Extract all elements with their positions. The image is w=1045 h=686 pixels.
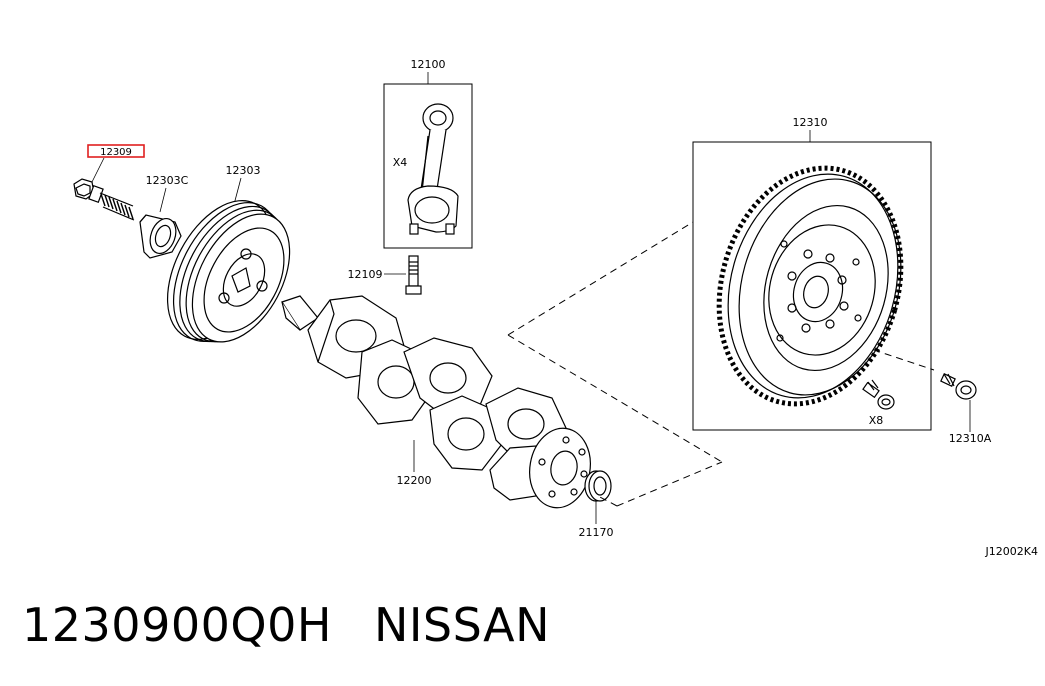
con-rod-label[interactable]: 12100 <box>411 58 446 71</box>
bolt-part-label-highlight[interactable]: 12309 <box>87 144 145 158</box>
crankshaft-drawing <box>281 295 591 509</box>
flywheel-drawing <box>716 165 904 407</box>
crank-pulley-drawing <box>166 177 291 343</box>
flywheel-bolt-x8-drawing <box>862 379 895 410</box>
rear-seal-label[interactable]: 21170 <box>579 526 614 539</box>
rod-bolt-label[interactable]: 12109 <box>348 268 383 281</box>
flywheel-frame <box>692 141 932 431</box>
rod-bolt-drawing <box>405 255 422 295</box>
crank-pulley-bolt-drawing <box>73 157 135 221</box>
con-rod-quantity: X4 <box>393 156 408 169</box>
rear-seal-drawing <box>584 470 612 502</box>
con-rod-drawing <box>407 103 459 235</box>
flywheel-bolt-12310a-drawing <box>940 373 977 400</box>
pulley-spacer-drawing <box>139 187 182 259</box>
caption-part-number: 1230900Q0H <box>22 598 332 652</box>
flywheel-label[interactable]: 12310 <box>793 116 828 129</box>
flywheel-bolt-label[interactable]: 12310A <box>949 432 992 445</box>
caption-brand: NISSAN <box>373 598 551 652</box>
con-rod-frame <box>383 83 473 249</box>
part-caption: 1230900Q0H NISSAN <box>22 598 550 652</box>
crankshaft-label[interactable]: 12200 <box>397 474 432 487</box>
assembly-dashed-lines <box>507 221 935 507</box>
pulley-spacer-label[interactable]: 12303C <box>146 174 189 187</box>
diagram-code: J12002K4 <box>985 545 1038 558</box>
bolt-part-number-label: 12309 <box>100 147 132 158</box>
flywheel-bolt-quantity: X8 <box>869 414 884 427</box>
crank-pulley-label[interactable]: 12303 <box>226 164 261 177</box>
